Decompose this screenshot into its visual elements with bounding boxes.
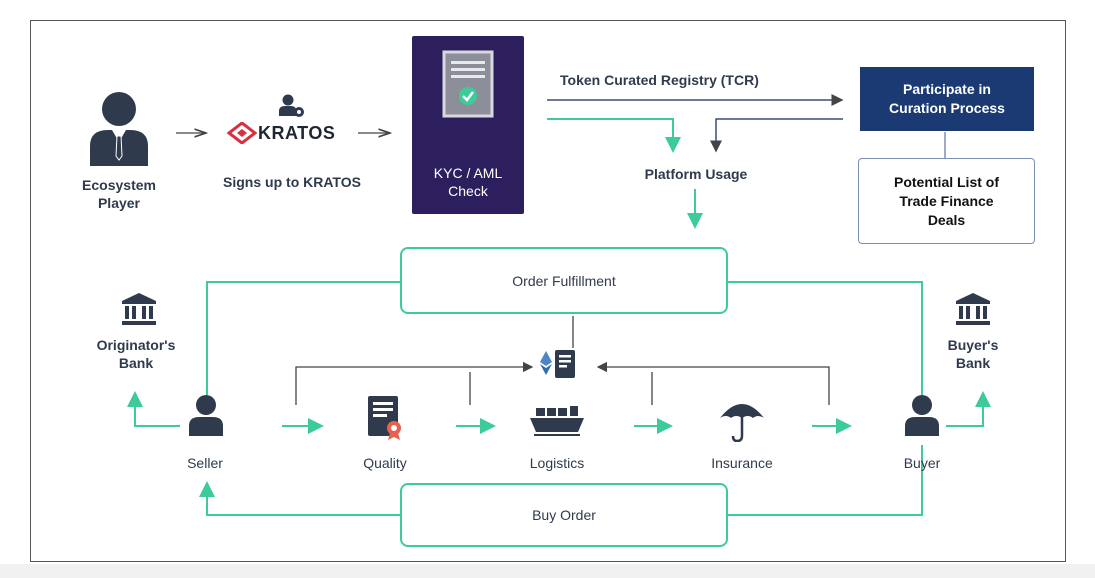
platform-usage-label: Platform Usage	[644, 166, 748, 182]
logistics-label: Logistics	[529, 455, 585, 471]
umbrella-icon	[720, 404, 764, 442]
bank-icon	[122, 293, 156, 325]
tcr-label: Token Curated Registry (TCR)	[560, 72, 759, 88]
ecosystem-player-label: Ecosystem Player	[82, 177, 156, 211]
user-icon	[90, 92, 148, 166]
originators-bank-label: Originator's Bank	[96, 337, 176, 371]
bottom-strip	[0, 564, 1095, 578]
seller-label: Seller	[187, 455, 223, 471]
quality-label: Quality	[363, 455, 407, 471]
kratos-user-icon	[279, 94, 304, 117]
user-icon	[905, 395, 939, 436]
user-icon	[189, 395, 223, 436]
kratos-logo-icon	[227, 122, 257, 144]
buyorder-right-line	[728, 445, 923, 516]
buy-order-box: Buy Order	[400, 483, 728, 547]
diagram-frame	[30, 20, 1066, 562]
kyc-aml-check-box: KYC / AML Check	[412, 36, 524, 214]
blockchain-ledger-icon	[540, 350, 575, 378]
fulfillment-right-line	[728, 281, 923, 395]
arrow-participate-to-platform	[710, 118, 843, 153]
arrow-buyer-ledger	[596, 361, 830, 405]
kyc-label: KYC / AML Check	[433, 165, 503, 199]
buyorder-left-arrow	[199, 481, 400, 516]
fulfillment-left-line	[206, 281, 400, 395]
buyer-label: Buyer	[903, 455, 941, 471]
document-check-icon	[442, 50, 494, 118]
bank-icon	[956, 293, 990, 325]
buy-order-label: Buy Order	[532, 507, 596, 523]
insurance-label: Insurance	[711, 455, 773, 471]
signs-up-label: Signs up to KRATOS	[223, 174, 361, 190]
buyers-bank-label: Buyer's Bank	[947, 337, 999, 371]
order-fulfillment-box: Order Fulfillment	[400, 247, 728, 314]
cargo-ship-icon	[530, 406, 584, 436]
arrow-kyc-to-platform	[547, 118, 681, 153]
participate-box: Participate in Curation Process	[860, 67, 1034, 131]
arrow-seller-ledger	[295, 361, 534, 405]
arrow-seller-to-bank	[127, 391, 180, 427]
order-fulfillment-label: Order Fulfillment	[512, 272, 616, 289]
kratos-logo-text: KRATOS	[258, 123, 336, 143]
arrow-buyer-to-bank	[946, 391, 991, 427]
potential-list-box: Potential List of Trade Finance Deals	[858, 158, 1035, 244]
certificate-icon	[368, 396, 401, 440]
